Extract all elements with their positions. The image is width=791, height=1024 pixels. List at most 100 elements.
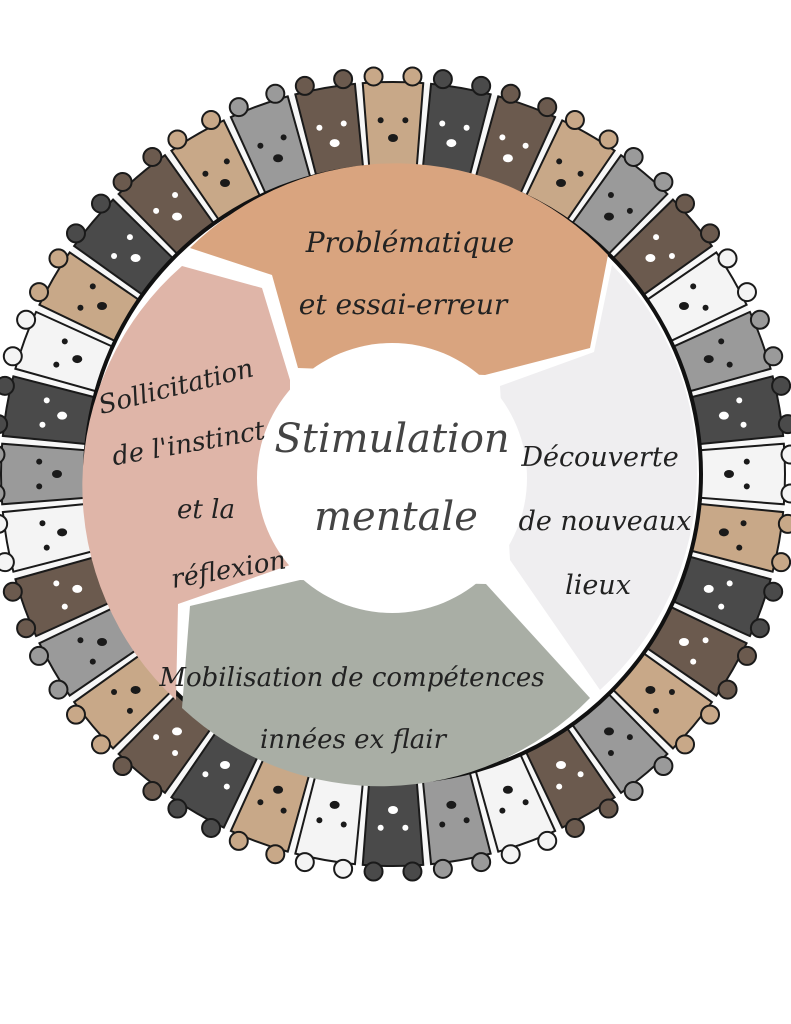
animal-nose-icon — [172, 212, 183, 221]
animal-nose-icon — [556, 179, 566, 188]
animal-eye-icon — [577, 771, 584, 778]
animal-eye-icon — [202, 170, 209, 177]
animal-nose-icon — [57, 411, 68, 420]
animal-ear-icon — [700, 704, 721, 725]
animal-ear-icon — [777, 513, 791, 534]
animal-ear-icon — [90, 193, 111, 214]
animal-ear-icon — [265, 83, 286, 104]
animal-ear-icon — [228, 97, 249, 118]
animal-ear-icon — [500, 844, 521, 865]
animal-eye-icon — [690, 283, 697, 290]
animal-ear-icon — [537, 830, 558, 851]
animal-ear-icon — [294, 852, 315, 873]
animal-ear-icon — [598, 129, 619, 150]
animal-nose-icon — [220, 760, 230, 769]
animal-eye-icon — [626, 734, 633, 741]
animal-eye-icon — [89, 658, 96, 665]
animal-eye-icon — [77, 304, 84, 311]
animal-eye-icon — [556, 783, 563, 790]
animal-ear-icon — [294, 75, 315, 96]
animal-eye-icon — [340, 821, 347, 828]
center-title-line1: Stimulation — [274, 416, 509, 462]
segment-top — [190, 163, 608, 375]
animal-ear-icon — [363, 861, 384, 882]
animal-eye-icon — [736, 397, 743, 404]
animal-ear-icon — [142, 146, 163, 167]
animal-ear-icon — [0, 484, 6, 503]
segment-right-line2: de nouveaux — [519, 506, 692, 537]
animal-eye-icon — [39, 421, 46, 428]
animal-ear-icon — [142, 781, 163, 802]
animal-ear-icon — [717, 248, 738, 269]
animal-eye-icon — [439, 120, 446, 127]
animal-ear-icon — [780, 444, 791, 465]
animal-eye-icon — [718, 603, 725, 610]
animal-ear-icon — [675, 193, 696, 214]
animal-ear-icon — [564, 110, 585, 131]
animal-face-icon — [361, 778, 425, 867]
animal-ear-icon — [2, 346, 23, 367]
animal-eye-icon — [111, 688, 118, 695]
animal-ear-icon — [112, 756, 133, 777]
animal-nose-icon — [718, 411, 729, 420]
animal-ear-icon — [265, 844, 286, 865]
animal-eye-icon — [653, 707, 660, 714]
animal-ear-icon — [402, 861, 423, 882]
animal-eye-icon — [172, 749, 179, 756]
animal-eye-icon — [89, 283, 96, 290]
animal-eye-icon — [153, 207, 160, 214]
animal-ear-icon — [675, 734, 696, 755]
animal-ear-icon — [777, 414, 791, 435]
animal-eye-icon — [740, 421, 747, 428]
animal-ear-icon — [598, 798, 619, 819]
animal-nose-icon — [603, 727, 614, 736]
animal-eye-icon — [126, 234, 133, 241]
animal-nose-icon — [502, 785, 513, 794]
animal-eye-icon — [53, 361, 60, 368]
animal-ear-icon — [402, 66, 423, 87]
animal-eye-icon — [726, 361, 733, 368]
animal-ear-icon — [749, 618, 770, 639]
animal-ear-icon — [623, 146, 644, 167]
animal-nose-icon — [97, 638, 108, 646]
animal-ear-icon — [0, 375, 15, 396]
animal-nose-icon — [273, 154, 284, 163]
animal-nose-icon — [446, 800, 457, 809]
center-title-line2: mentale — [314, 494, 478, 540]
segment-top-line2: et essai-erreur — [299, 288, 509, 321]
animal-ear-icon — [471, 852, 492, 873]
animal-ear-icon — [763, 581, 784, 602]
animal-eye-icon — [53, 580, 60, 587]
animal-eye-icon — [257, 799, 264, 806]
animal-eye-icon — [499, 134, 506, 141]
animal-ear-icon — [228, 830, 249, 851]
animal-ear-icon — [623, 781, 644, 802]
animal-nose-icon — [329, 139, 340, 148]
animal-ear-icon — [333, 69, 354, 90]
animal-eye-icon — [377, 117, 384, 124]
animal-border-icon — [0, 66, 791, 882]
animal-nose-icon — [273, 785, 284, 794]
animal-face-icon — [361, 81, 425, 170]
segment-right-line3: lieux — [565, 570, 631, 601]
animal-ear-icon — [700, 223, 721, 244]
animal-eye-icon — [202, 771, 209, 778]
animal-eye-icon — [223, 783, 230, 790]
animal-face-icon — [0, 442, 89, 506]
animal-eye-icon — [668, 688, 675, 695]
animal-eye-icon — [223, 158, 230, 165]
animal-eye-icon — [36, 483, 43, 490]
animal-ear-icon — [201, 817, 222, 838]
animal-ear-icon — [0, 552, 15, 573]
animal-ear-icon — [167, 129, 188, 150]
animal-nose-icon — [130, 685, 141, 694]
animal-nose-icon — [52, 470, 62, 478]
animal-eye-icon — [439, 821, 446, 828]
segment-right-line1: Découverte — [520, 442, 678, 473]
animal-nose-icon — [329, 800, 340, 809]
animal-eye-icon — [280, 134, 287, 141]
animal-ear-icon — [736, 645, 757, 666]
animal-nose-icon — [718, 528, 729, 537]
